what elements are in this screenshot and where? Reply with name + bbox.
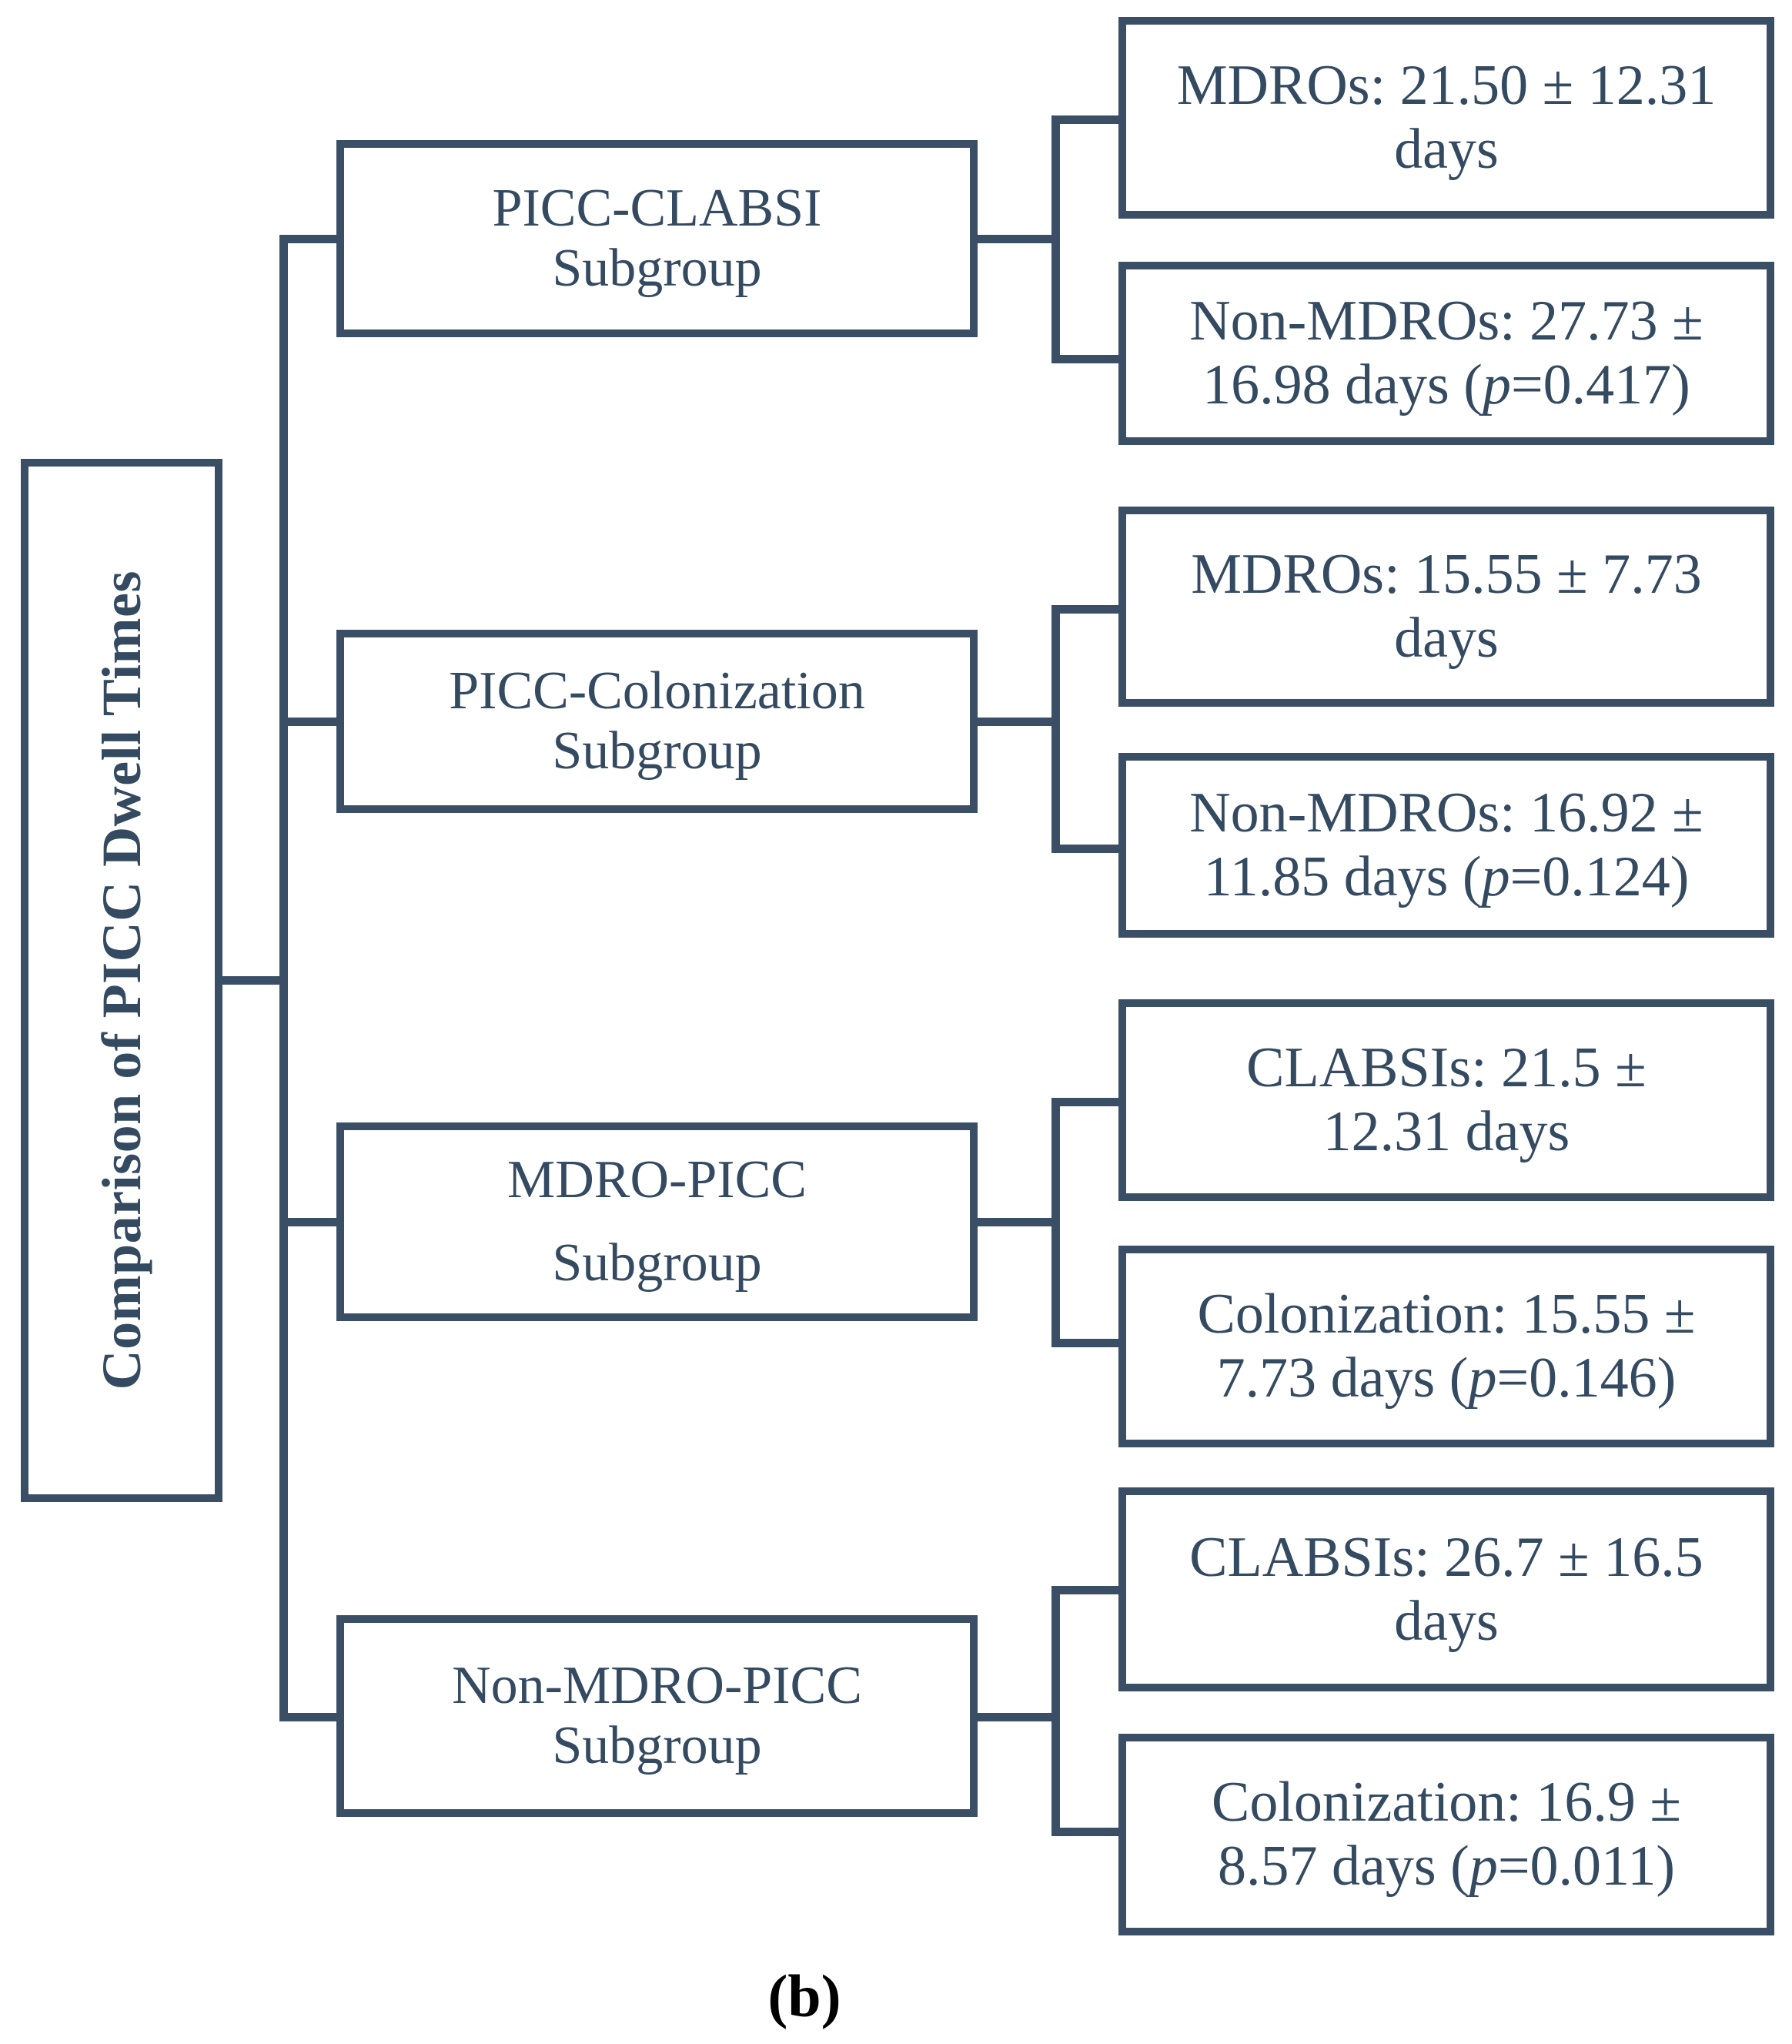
value-node-clabsis-215: CLABSIs: 21.5 ±12.31 days bbox=[1118, 999, 1774, 1201]
connector-spine-to-non-mdro-picc bbox=[279, 1713, 344, 1721]
value-node-colonization-169-label: Colonization: 16.9 ±8.57 days (p=0.011) bbox=[1212, 1771, 1681, 1898]
value-node-non-mdros-1692-label: Non-MDROs: 16.92 ±11.85 days (p=0.124) bbox=[1189, 781, 1703, 908]
connector-branch-to-value-6 bbox=[1051, 1339, 1125, 1347]
value-node-colonization-169: Colonization: 16.9 ±8.57 days (p=0.011) bbox=[1118, 1734, 1774, 1935]
connector-branch-to-value-2 bbox=[1051, 355, 1125, 363]
root-node-comparison-of-picc-dwell-times: Comparison of PICC Dwell Times bbox=[21, 459, 222, 1502]
connector-branch-spine-group-1 bbox=[1051, 115, 1060, 363]
connector-non-mdro-picc-to-branch bbox=[971, 1713, 1060, 1721]
connector-root-to-spine bbox=[215, 976, 288, 985]
connector-picc-colonization-to-branch bbox=[971, 718, 1060, 726]
root-node-label: Comparison of PICC Dwell Times bbox=[90, 570, 152, 1390]
connector-spine-to-picc-clabsi bbox=[279, 235, 344, 243]
value-node-clabsis-215-label: CLABSIs: 21.5 ±12.31 days bbox=[1246, 1036, 1647, 1163]
connector-spine-to-mdro-picc bbox=[279, 1218, 344, 1226]
value-node-non-mdros-2773-label: Non-MDROs: 27.73 ±16.98 days (p=0.417) bbox=[1189, 289, 1703, 416]
value-node-colonization-1555: Colonization: 15.55 ±7.73 days (p=0.146) bbox=[1118, 1246, 1774, 1447]
value-node-non-mdros-2773: Non-MDROs: 27.73 ±16.98 days (p=0.417) bbox=[1118, 262, 1774, 445]
connector-branch-to-value-5 bbox=[1051, 1098, 1125, 1106]
value-node-non-mdros-1692: Non-MDROs: 16.92 ±11.85 days (p=0.124) bbox=[1118, 753, 1774, 938]
figure-caption: (b) bbox=[767, 1962, 841, 2029]
connector-branch-to-value-7 bbox=[1051, 1586, 1125, 1594]
connector-branch-spine-group-3 bbox=[1051, 1098, 1060, 1347]
connector-picc-clabsi-to-branch bbox=[971, 235, 1060, 243]
connector-branch-spine-group-2 bbox=[1051, 605, 1060, 853]
value-node-colonization-1555-label: Colonization: 15.55 ±7.73 days (p=0.146) bbox=[1197, 1283, 1696, 1410]
connector-branch-to-value-8 bbox=[1051, 1828, 1125, 1836]
connector-mdro-picc-to-branch bbox=[971, 1218, 1060, 1226]
connector-branch-to-value-4 bbox=[1051, 845, 1125, 853]
connector-branch-to-value-1 bbox=[1051, 115, 1125, 124]
connector-main-spine bbox=[279, 237, 288, 1718]
connector-spine-to-picc-colonization bbox=[279, 718, 344, 726]
connector-branch-spine-group-4 bbox=[1051, 1586, 1060, 1836]
connector-branch-to-value-3 bbox=[1051, 605, 1125, 614]
